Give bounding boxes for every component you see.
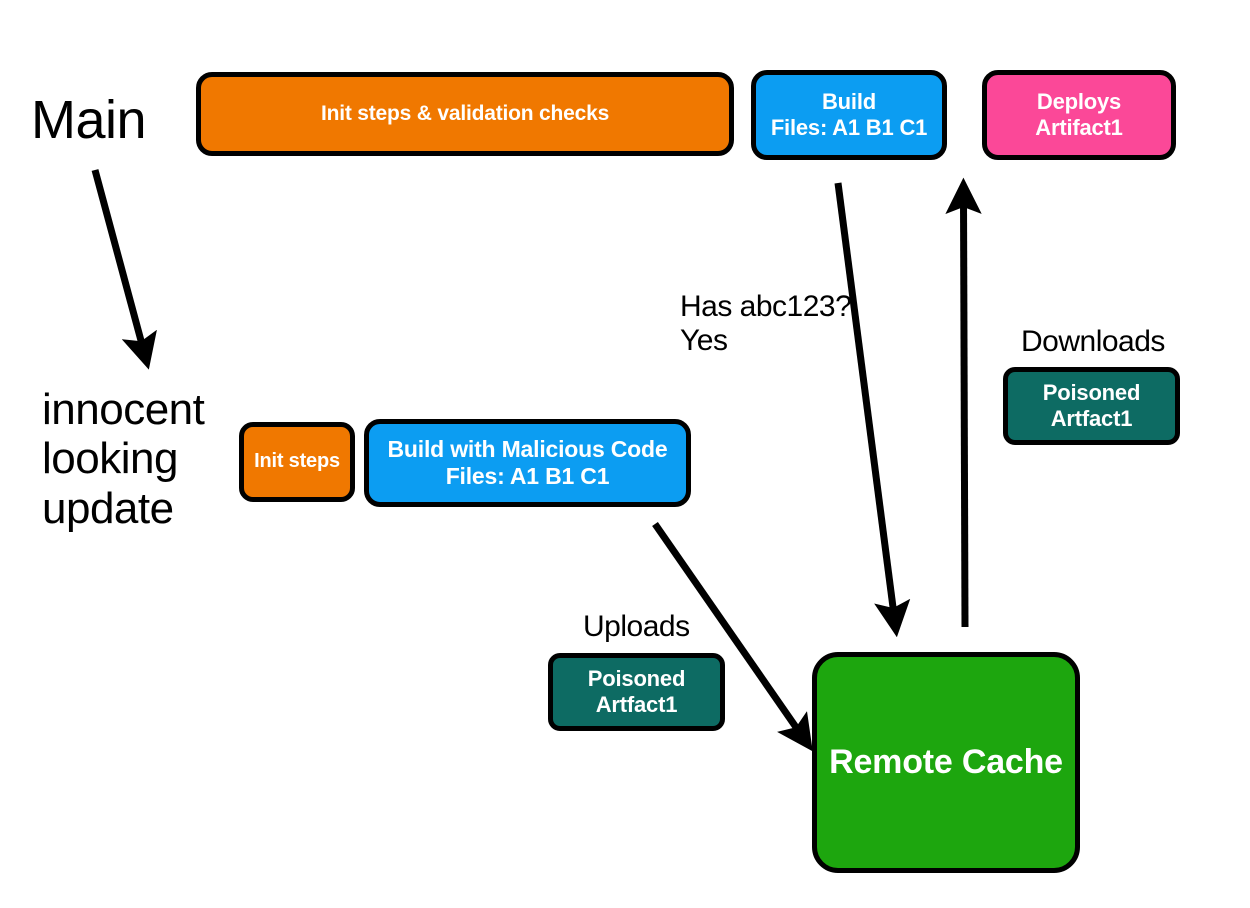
- node-build-main[interactable]: Build Files: A1 B1 C1: [751, 70, 947, 160]
- arrow-build-main-to-cache: [834, 182, 911, 638]
- annotation-uploads: Uploads: [583, 610, 690, 643]
- branch-label-attacker: innocent looking update: [42, 385, 205, 533]
- node-poisoned-artifact-upload[interactable]: Poisoned Artfact1: [548, 653, 725, 731]
- branch-label-main: Main: [31, 90, 147, 150]
- annotation-cache-query: Has abc123? Yes: [680, 290, 852, 357]
- node-deploys-artifact1[interactable]: Deploys Artifact1: [982, 70, 1176, 160]
- arrow-main-to-attacker-branch: [91, 169, 157, 370]
- node-build-with-malicious-code[interactable]: Build with Malicious Code Files: A1 B1 C…: [364, 419, 691, 507]
- node-init-steps[interactable]: Init steps: [239, 422, 355, 502]
- node-poisoned-artifact-download[interactable]: Poisoned Artfact1: [1003, 367, 1180, 445]
- arrow-cache-to-deploys: [945, 177, 982, 628]
- annotation-downloads: Downloads: [1021, 325, 1165, 358]
- node-init-steps-and-validation-checks[interactable]: Init steps & validation checks: [196, 72, 734, 156]
- node-remote-cache[interactable]: Remote Cache: [812, 652, 1080, 873]
